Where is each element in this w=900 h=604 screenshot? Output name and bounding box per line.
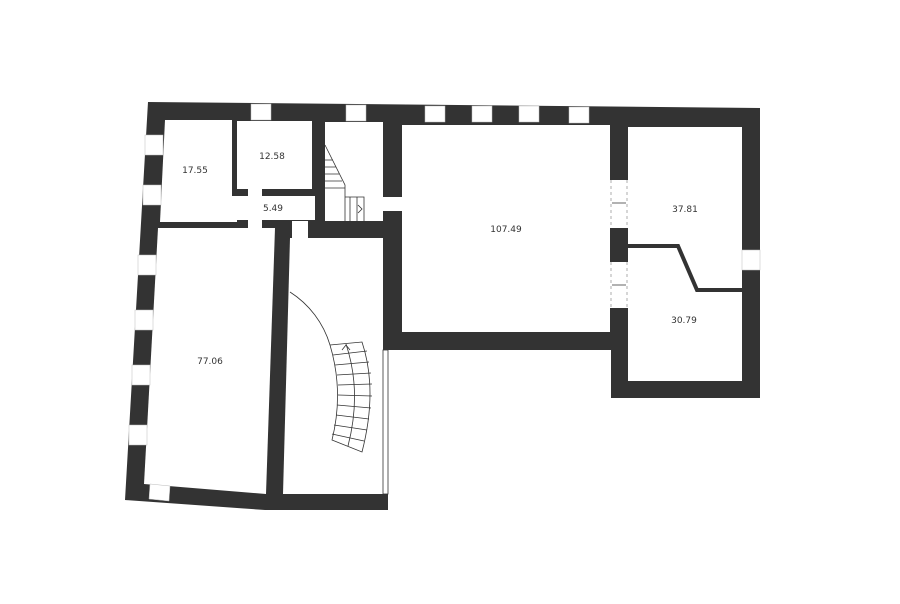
room-area-label: 107.49 [490,225,522,235]
small-stair-room [325,122,383,221]
partition-wall [628,244,742,292]
stair-hall [283,238,383,494]
glass-wall [382,349,389,495]
spiral-staircase [289,291,373,453]
room-37-81-30-79 [628,127,742,381]
door-opening [232,196,237,222]
doorways [248,180,628,308]
room-area-label: 77.06 [197,357,223,367]
room-area-label: 12.58 [259,152,285,162]
straight-staircase [324,144,365,221]
room-5-49 [237,196,315,220]
room-17-55 [160,120,232,222]
room-107-49 [402,125,610,332]
room-area-label: 5.49 [263,204,283,214]
room-area-label: 37.81 [672,205,698,215]
windows [128,103,761,502]
room-77-06 [144,228,275,494]
room-area-label: 17.55 [182,166,208,176]
room-area-label: 30.79 [671,316,697,326]
room-12-58 [237,121,312,189]
